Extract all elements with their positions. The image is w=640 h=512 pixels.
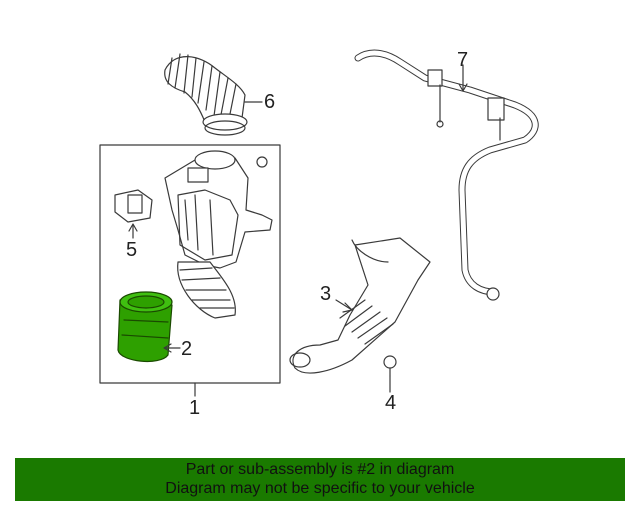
housing-outlet-hose: [177, 261, 236, 319]
air-cleaner-housing: [164, 150, 273, 269]
breather-tube-part-7: [354, 49, 539, 301]
callout-3: 3: [320, 283, 332, 305]
callout-1: 1: [189, 397, 201, 419]
banner-line-1: Part or sub-assembly is #2 in diagram: [185, 461, 455, 478]
parts-diagram: [99, 49, 539, 397]
callout-7: 7: [457, 49, 469, 71]
part-info-banner: Part or sub-assembly is #2 in diagram Di…: [15, 458, 625, 501]
callout-2: 2: [181, 338, 193, 360]
bolt-part-4: [383, 355, 397, 393]
banner-line-2: Diagram may not be specific to your vehi…: [165, 480, 475, 497]
mass-airflow-sensor-part-5: [114, 189, 153, 239]
callout-4: 4: [385, 392, 397, 414]
intake-hose-part-6: [164, 53, 263, 136]
callout-5: 5: [126, 239, 138, 261]
assembly-box-part-1: [99, 144, 281, 384]
air-filter-part-2-highlighted: [117, 291, 181, 362]
resonator-duct-part-3: [289, 237, 431, 374]
callout-6: 6: [264, 91, 276, 113]
